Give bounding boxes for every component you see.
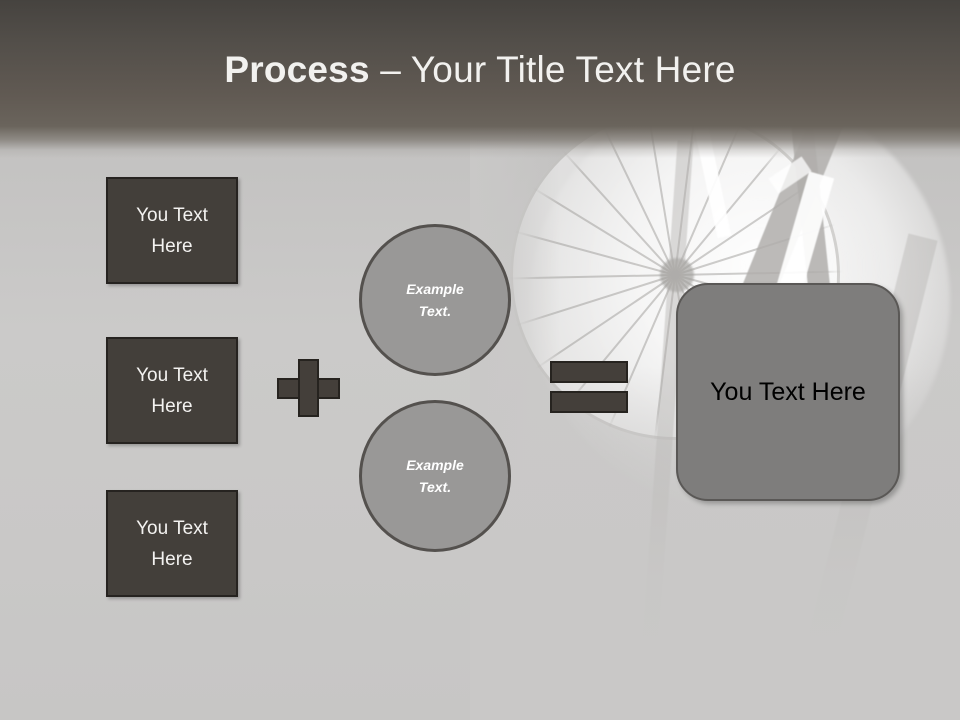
result-box-label: You Text Here: [710, 377, 866, 406]
page-title-bold: Process: [224, 49, 370, 90]
page-title: Process – Your Title Text Here: [0, 48, 960, 92]
equals-icon-bar-top: [550, 361, 628, 383]
equals-icon: [550, 361, 628, 413]
equals-icon-bar-bottom: [550, 391, 628, 413]
plus-icon-center: [300, 380, 317, 397]
plus-icon: [277, 359, 340, 417]
title-band: [0, 0, 960, 158]
result-box[interactable]: You Text Here: [676, 283, 900, 501]
page-title-rest: – Your Title Text Here: [369, 49, 736, 90]
